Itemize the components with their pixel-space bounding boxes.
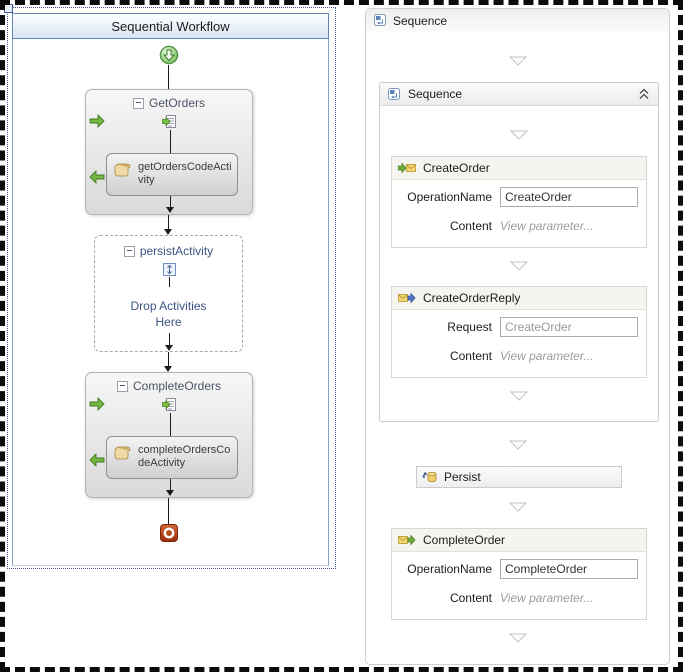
activity-getorderscode[interactable]: getOrdersCodeActivity (106, 153, 238, 196)
branch-out-arrow-icon (89, 453, 105, 467)
request-label: Request (447, 320, 492, 334)
activity-completeorder[interactable]: CompleteOrder OperationName Content View… (391, 528, 647, 620)
activity-completeorders-header: CompleteOrders (86, 379, 252, 393)
sequence-root-activity[interactable]: Sequence Sequence (365, 8, 670, 665)
connector-line (169, 333, 170, 345)
branch-out-arrow-icon (89, 170, 105, 184)
connector-line (168, 215, 169, 229)
workflow-title-label: Sequential Workflow (111, 18, 230, 34)
drop-indicator-icon[interactable] (510, 391, 528, 401)
branch-in-arrow-icon (89, 397, 105, 411)
activity-createorderreply-header: CreateOrderReply (392, 287, 646, 310)
connector-arrowhead (165, 345, 173, 351)
activity-getorders-header: GetOrders (86, 96, 252, 110)
persist-activity-icon (163, 263, 176, 276)
activity-completeorder-header: CompleteOrder (392, 529, 646, 552)
activity-completeorder-label: CompleteOrder (423, 533, 506, 547)
drop-indicator-icon[interactable] (509, 56, 527, 66)
activity-persist-label: persistActivity (139, 244, 214, 258)
scroll-code-icon (114, 163, 131, 177)
connector-arrowhead (166, 490, 174, 496)
connector-line (170, 130, 171, 153)
operationname-input[interactable] (500, 187, 638, 207)
collapse-toggle-icon[interactable] (132, 97, 144, 109)
activity-completeorders[interactable]: CompleteOrders completeOrdersCodeActivit… (85, 372, 253, 498)
drop-activities-hint: Drop Activities Here (130, 299, 207, 329)
drop-indicator-icon[interactable] (509, 502, 527, 512)
activity-createorderreply-label: CreateOrderReply (423, 291, 521, 305)
workflow-title-bar[interactable]: Sequential Workflow (12, 13, 329, 39)
activity-completeorders-label: CompleteOrders (132, 379, 222, 393)
view-parameter-link[interactable]: View parameter... (500, 349, 594, 363)
activity-persist-header: persistActivity (95, 244, 242, 258)
sequence-icon (388, 88, 400, 100)
activity-getorders[interactable]: GetOrders getOrdersCodeActivity (85, 89, 253, 215)
connector-arrowhead (164, 229, 172, 235)
workflow-start-icon (159, 45, 179, 65)
activity-createorderreply[interactable]: CreateOrderReply Request Content View pa… (391, 286, 647, 378)
code-activity-icon (162, 115, 176, 128)
selection-handle[interactable] (4, 4, 13, 13)
activity-getorderscode-label: getOrdersCodeActivity (138, 161, 232, 186)
sequence-inner-header[interactable]: Sequence (380, 83, 658, 106)
activity-completeorderscode-label: completeOrdersCodeActivity (138, 444, 231, 469)
activity-createorder[interactable]: CreateOrder OperationName Content View p… (391, 156, 647, 248)
connector-line (168, 498, 169, 524)
activity-getorders-label: GetOrders (148, 96, 205, 110)
drop-indicator-icon[interactable] (510, 261, 528, 271)
branch-in-arrow-icon (89, 114, 105, 128)
view-parameter-link[interactable]: View parameter... (500, 219, 594, 233)
connector-line (170, 413, 171, 436)
drop-indicator-icon[interactable] (509, 440, 527, 450)
activity-completeorderscode[interactable]: completeOrdersCodeActivity (106, 436, 238, 479)
persist-icon (422, 470, 437, 484)
collapse-chevron-icon[interactable] (637, 88, 651, 100)
connector-line (168, 352, 169, 366)
sequence-inner-label: Sequence (408, 87, 463, 101)
connector-line (169, 277, 170, 287)
view-parameter-link[interactable]: View parameter... (500, 591, 594, 605)
activity-createorder-header: CreateOrder (392, 157, 646, 180)
operationname-input[interactable] (500, 559, 638, 579)
sequence-inner-activity[interactable]: Sequence Crea (379, 82, 659, 422)
request-input[interactable] (500, 317, 638, 337)
collapse-toggle-icon[interactable] (123, 245, 135, 257)
connector-line (170, 479, 171, 490)
collapse-toggle-icon[interactable] (116, 380, 128, 392)
activity-createorder-label: CreateOrder (423, 161, 490, 175)
drop-indicator-icon[interactable] (510, 130, 528, 140)
activity-persist-wf4-label: Persist (444, 470, 481, 484)
operationname-label: OperationName (407, 190, 492, 204)
sequence-root-label: Sequence (393, 14, 448, 28)
activity-persist-wf4[interactable]: Persist (416, 466, 622, 488)
send-reply-icon (398, 292, 416, 304)
code-activity-icon (162, 398, 176, 411)
sequence-root-header (366, 9, 669, 33)
selection-rectangle (7, 7, 336, 569)
drop-indicator-icon[interactable] (509, 633, 527, 643)
scroll-code-icon (114, 446, 131, 460)
activity-persist[interactable]: persistActivity Drop Activities Here (94, 235, 243, 352)
connector-line (168, 65, 169, 89)
connector-line (170, 196, 171, 207)
content-label: Content (449, 591, 492, 605)
connector-arrowhead (166, 207, 174, 213)
receive-icon (398, 162, 416, 174)
workflow-end-icon (160, 524, 178, 542)
sequence-icon (374, 14, 386, 26)
content-label: Content (449, 349, 492, 363)
operationname-label: OperationName (407, 562, 492, 576)
receive-reply-icon (398, 534, 416, 546)
content-label: Content (449, 219, 492, 233)
connector-arrowhead (164, 366, 172, 372)
